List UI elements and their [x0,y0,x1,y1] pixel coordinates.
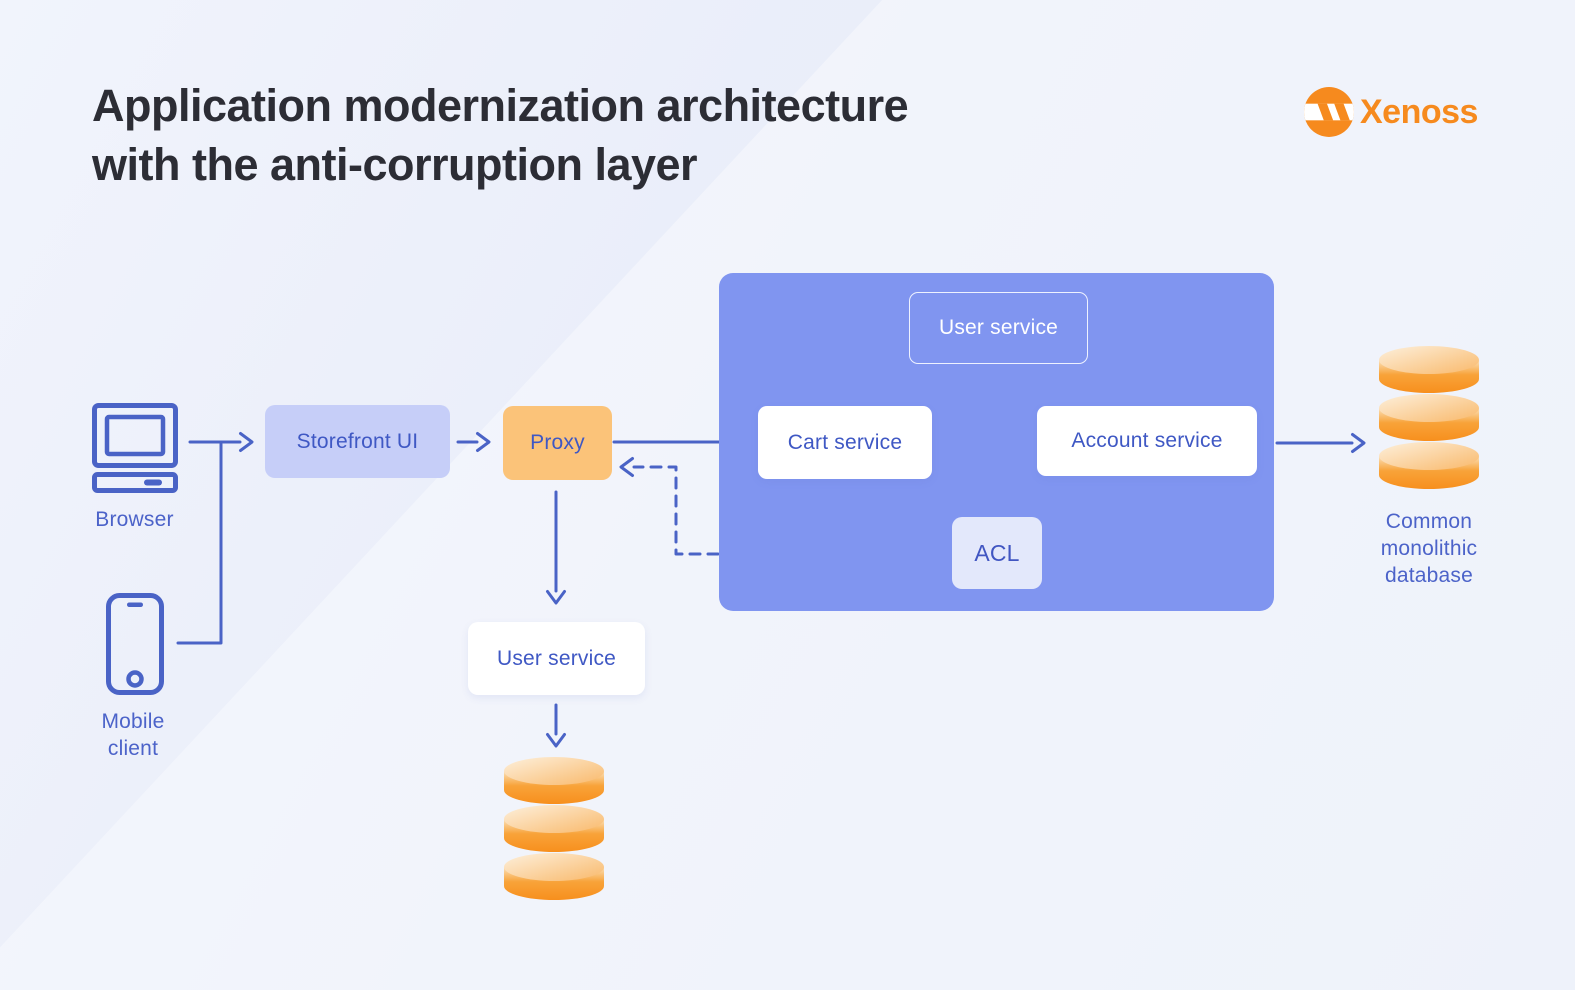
connector-account-service-to-database [1275,433,1366,453]
acl-node: ACL [952,517,1042,589]
connector-acl-to-proxy-dashed [619,457,954,556]
browser-label: Browser [95,508,174,531]
account-service-node: Account service [1037,406,1257,476]
page-title: Application modernization architecture w… [92,76,909,194]
xenoss-logo: Xenoss [1303,86,1478,138]
smartphone-icon [106,593,164,695]
user-database-icon [501,757,607,901]
user-service-bottom-node: User service [468,622,645,695]
page-title-line1: Application modernization architecture [92,80,909,131]
xenoss-logo-icon [1303,86,1355,138]
proxy-node: Proxy [503,406,612,480]
user-service-top-label: User service [938,316,1059,339]
connector-mobile-join [176,442,223,645]
proxy-label: Proxy [530,431,585,454]
mobile-client-label: Mobile client [101,710,165,760]
user-service-top-node: User service [909,292,1088,364]
connector-user-service-to-database [546,703,566,748]
xenoss-logo-text: Xenoss [1360,92,1478,131]
connector-browser-to-storefront [188,432,254,452]
cart-service-node: Cart service [758,406,932,479]
account-service-label: Account service [1071,429,1223,452]
acl-label: ACL [974,539,1020,566]
connector-storefront-to-proxy [456,432,491,452]
connector-proxy-to-user-service [546,490,566,605]
cart-service-label: Cart service [787,430,903,454]
storefront-ui-label: Storefront UI [296,429,419,453]
common-database-icon [1376,346,1482,490]
desktop-computer-icon [92,403,178,493]
user-service-bottom-label: User service [496,646,617,670]
storefront-ui-node: Storefront UI [265,405,450,478]
common-database-label: Common monolithic database [1380,510,1478,587]
page-title-line2: with the anti-corruption layer [92,139,698,190]
